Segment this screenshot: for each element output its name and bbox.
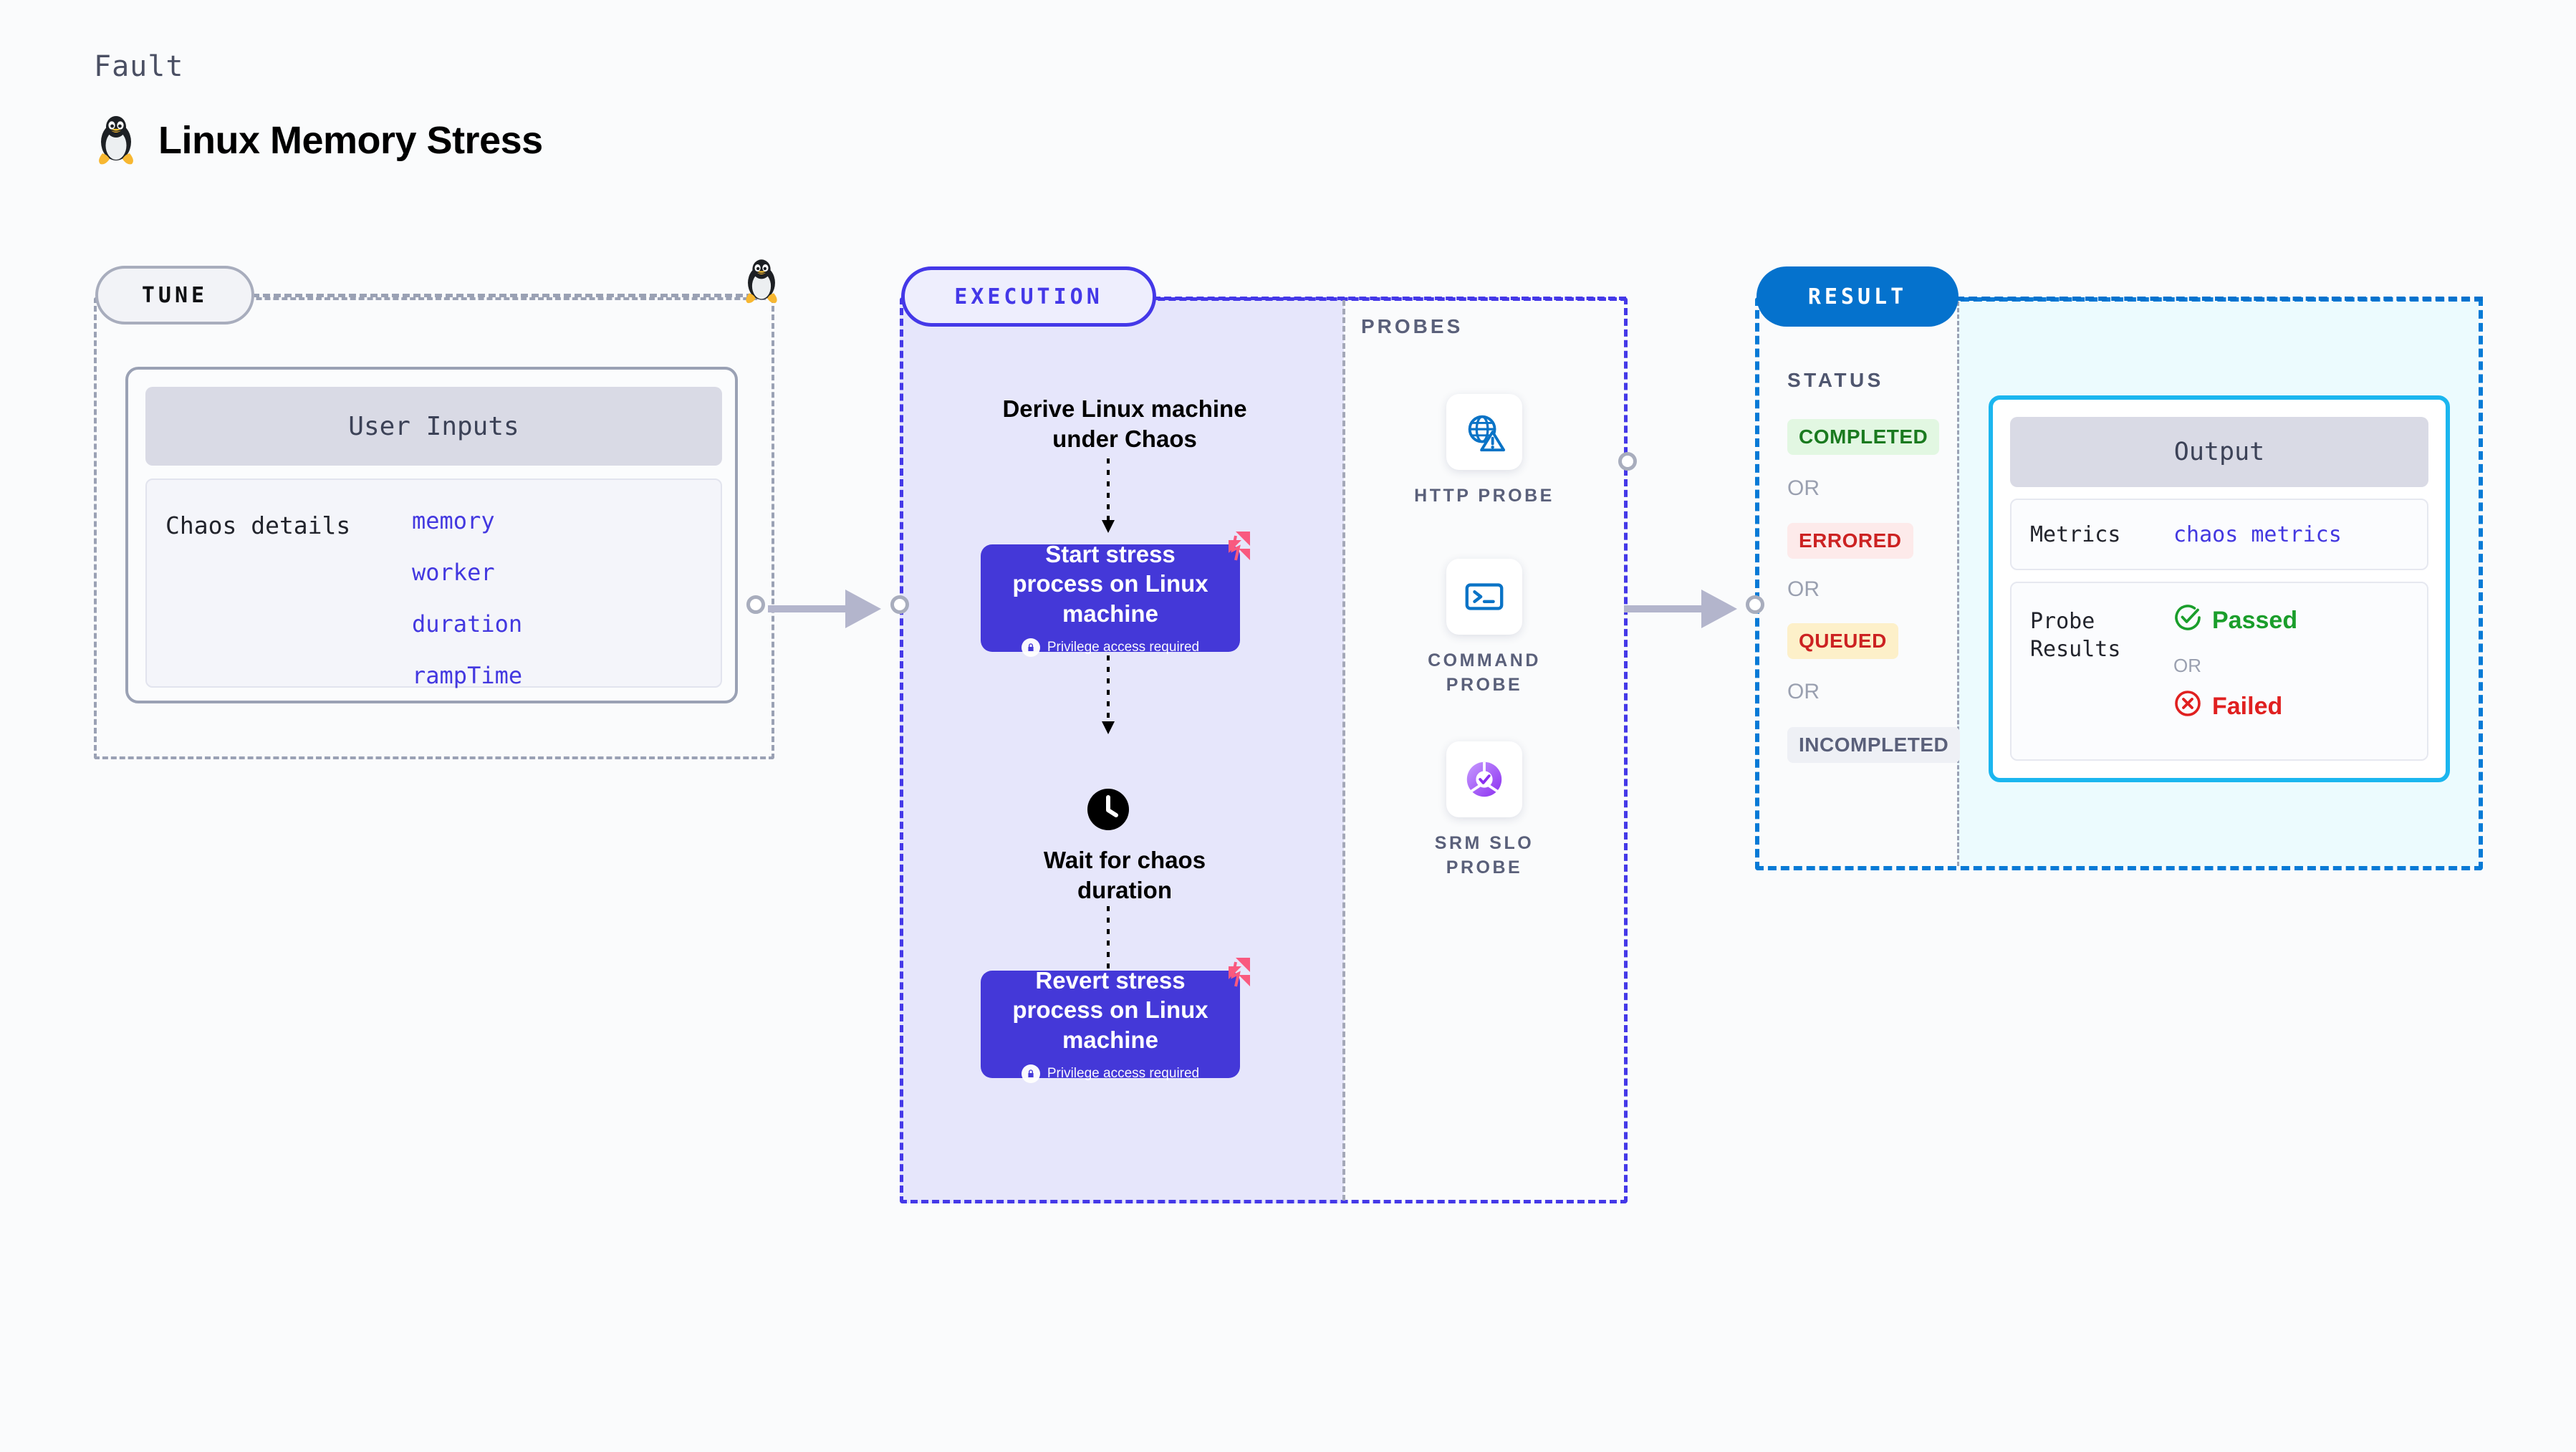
probe-srm-slo[interactable]: SRM SLO PROBE xyxy=(1398,741,1570,880)
status-badge-incompleted: INCOMPLETED xyxy=(1787,727,1961,763)
fault-title-row: Linux Memory Stress xyxy=(94,115,543,166)
metrics-key: Metrics xyxy=(2030,521,2121,547)
execution-probes-divider xyxy=(1342,300,1345,1201)
action-card-revert-stress[interactable]: Revert stress process on Linux machine P… xyxy=(981,958,1250,1083)
connector-dot-result-left xyxy=(1746,595,1764,614)
or-separator-3: OR xyxy=(1787,680,1820,703)
slo-check-icon xyxy=(1446,741,1522,817)
probe-result-failed: Failed xyxy=(2173,689,2282,724)
execution-connector-line xyxy=(1153,297,1626,300)
action-card-start-stress[interactable]: Start stress process on Linux machine Pr… xyxy=(981,532,1250,657)
metrics-value[interactable]: chaos metrics xyxy=(2173,521,2342,547)
result-pill[interactable]: RESULT xyxy=(1756,266,1959,327)
probe-results-key: Probe Results xyxy=(2030,609,2121,662)
flow-arrow-2 xyxy=(1102,655,1115,734)
probes-title: PROBES xyxy=(1361,315,1464,337)
result-columns-divider xyxy=(1957,302,1959,866)
probe-http[interactable]: HTTP PROBE xyxy=(1398,394,1570,509)
probe-command[interactable]: COMMAND PROBE xyxy=(1398,559,1570,698)
chaos-logo-icon xyxy=(1214,529,1251,569)
step-wait-duration: Wait for chaos duration xyxy=(1043,847,1206,903)
param-worker[interactable]: worker xyxy=(412,559,495,586)
action-card-title: Start stress process on Linux machine xyxy=(1012,541,1208,627)
tune-region xyxy=(94,297,774,759)
param-ramptime[interactable]: rampTime xyxy=(412,662,523,689)
privilege-note: Privilege access required xyxy=(1021,638,1200,657)
connector-dot-tune xyxy=(746,595,765,614)
linux-penguin-icon xyxy=(94,115,138,166)
passed-label: Passed xyxy=(2212,607,2298,634)
step-derive-machine: Derive Linux machine under Chaos xyxy=(1002,395,1247,452)
action-card-title: Revert stress process on Linux machine xyxy=(1012,967,1208,1053)
arrow-execution-to-result xyxy=(1624,590,1737,628)
or-separator-1: OR xyxy=(1787,476,1820,500)
chaos-details-label: Chaos details xyxy=(165,511,351,539)
linux-penguin-icon xyxy=(741,258,782,305)
probe-results-row: Probe Results Passed OR Failed xyxy=(2010,582,2428,761)
user-inputs-header: User Inputs xyxy=(145,387,722,466)
output-header: Output xyxy=(2010,417,2428,487)
connector-dot-execution-right xyxy=(1618,452,1637,471)
probe-http-label: HTTP PROBE xyxy=(1414,486,1554,506)
output-card: Output Metrics chaos metrics Probe Resul… xyxy=(1989,395,2450,782)
status-badge-errored: ERRORED xyxy=(1787,523,1913,559)
user-inputs-body: Chaos details memory worker duration ram… xyxy=(145,479,722,689)
globe-warning-icon xyxy=(1446,394,1522,470)
probe-result-passed: Passed xyxy=(2173,603,2297,638)
tune-pill[interactable]: TUNE xyxy=(95,266,254,324)
param-duration[interactable]: duration xyxy=(412,610,523,638)
status-title: STATUS xyxy=(1787,369,1884,391)
user-inputs-card: User Inputs Chaos details memory worker … xyxy=(125,367,738,703)
failed-label: Failed xyxy=(2212,693,2283,720)
page-title: Linux Memory Stress xyxy=(158,119,543,162)
arrow-tune-to-execution xyxy=(768,590,881,628)
param-memory[interactable]: memory xyxy=(412,507,495,534)
chaos-param-list: memory worker duration rampTime xyxy=(412,507,522,713)
check-circle-icon xyxy=(2173,603,2202,638)
x-circle-icon xyxy=(2173,689,2202,724)
flow-arrow-1 xyxy=(1102,458,1115,533)
metrics-row: Metrics chaos metrics xyxy=(2010,499,2428,570)
status-badge-queued: QUEUED xyxy=(1787,623,1898,659)
privilege-note-text: Privilege access required xyxy=(1047,1065,1200,1081)
probe-command-label: COMMAND PROBE xyxy=(1428,650,1541,695)
probe-srm-slo-label: SRM SLO PROBE xyxy=(1434,833,1534,878)
privilege-note: Privilege access required xyxy=(1021,1064,1200,1083)
fault-eyebrow-label: Fault xyxy=(94,50,184,83)
execution-pill[interactable]: EXECUTION xyxy=(901,266,1156,327)
privilege-note-text: Privilege access required xyxy=(1047,639,1200,655)
or-separator-probe: OR xyxy=(2173,655,2201,676)
terminal-icon xyxy=(1446,559,1522,635)
result-connector-line xyxy=(1956,297,2483,301)
lock-icon xyxy=(1021,1064,1040,1083)
lock-icon xyxy=(1021,638,1040,657)
clock-icon xyxy=(1087,788,1130,835)
or-separator-2: OR xyxy=(1787,577,1820,601)
status-badge-completed: COMPLETED xyxy=(1787,419,1940,455)
chaos-logo-icon xyxy=(1214,955,1251,996)
tune-connector-line xyxy=(252,294,754,297)
connector-dot-execution-left xyxy=(890,595,909,614)
